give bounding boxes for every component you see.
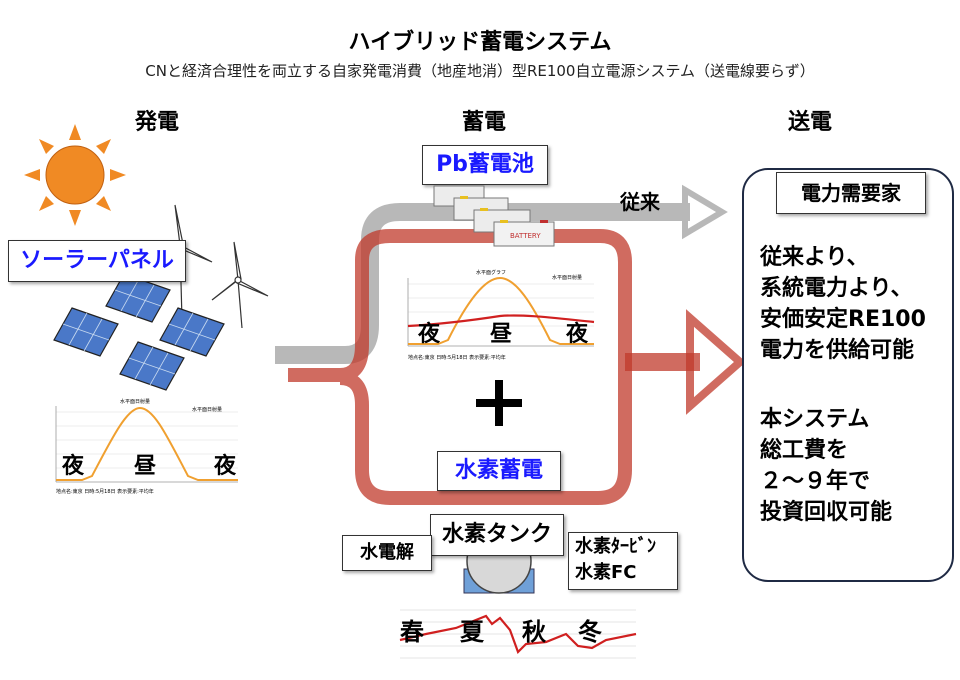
- demand-line: ２～９年で: [760, 469, 871, 494]
- solar-graph: 水平面日射量 水平面日射量 夜 昼 夜 地点名:東京 日時:5月18日 表示要素…: [42, 398, 242, 500]
- solar-graph-footer: 地点名:東京 日時:5月18日 表示要素:平均年: [56, 489, 154, 495]
- storage-graph-day-label: 昼: [490, 322, 513, 347]
- demand-line: 系統電力より、: [760, 276, 913, 301]
- season-autumn-label: 秋: [522, 618, 546, 646]
- hydrogen-tank-label: 水素タンク: [430, 514, 564, 556]
- solar-graph-day-label: 昼: [134, 454, 157, 479]
- solar-graph-night-label: 夜: [62, 454, 85, 479]
- season-winter-label: 冬: [578, 618, 602, 646]
- demand-line: 電力を供給可能: [760, 338, 915, 363]
- hydrogen-storage-label: 水素蓄電: [437, 451, 561, 491]
- demand-header: 電力需要家: [776, 172, 926, 214]
- page-subtitle: CNと経済合理性を両立する自家発電消費（地産地消）型RE100自立電源システム（…: [145, 62, 815, 80]
- conventional-arrow-head: [682, 184, 728, 240]
- storage-heading: 蓄電: [462, 110, 507, 135]
- generation-heading: 発電: [135, 110, 180, 135]
- storage-graph-night-label-2: 夜: [566, 322, 589, 347]
- solar-curve: [56, 406, 238, 481]
- page-title: ハイブリッド蓄電システム: [348, 30, 612, 55]
- demand-para2: 本システム 総工費を ２～９年で 投資回収可能: [760, 404, 892, 528]
- storage-solar-curve: [408, 276, 594, 345]
- demand-line: 投資回収可能: [760, 500, 893, 525]
- demand-line: 総工費を: [760, 438, 849, 463]
- conventional-label: 従来: [620, 190, 660, 214]
- h2-fc-label: 水素FC: [575, 562, 637, 583]
- season-spring-label: 春: [400, 618, 424, 646]
- h2-generation-box: 水素ﾀｰﾋﾞﾝ 水素FC: [568, 532, 678, 590]
- storage-graph-legend: 水平面日射量: [552, 275, 583, 281]
- demand-line: 本システム: [760, 407, 870, 432]
- transmission-heading: 送電: [788, 110, 833, 135]
- battery-text: BATTERY: [510, 232, 541, 240]
- demand-line: 安価安定RE100: [760, 307, 926, 332]
- red-flow-loop: [288, 229, 632, 505]
- demand-para1: 従来より、 系統電力より、 安価安定RE100 電力を供給可能: [760, 242, 926, 366]
- season-graph: 春 夏 秋 冬: [396, 604, 640, 662]
- storage-graph-footer: 地点名:東京 日時:5月18日 表示要素:平均年: [408, 355, 506, 361]
- season-summer-label: 夏: [460, 618, 484, 646]
- demand-box: [742, 168, 954, 582]
- red-arrow-head: [686, 309, 747, 415]
- solar-graph-legend: 水平面日射量: [192, 407, 223, 413]
- solar-graph-title: 水平面日射量: [120, 399, 151, 405]
- electrolysis-label: 水電解: [342, 535, 432, 571]
- sun-icon: [24, 124, 126, 226]
- solar-graph-night-label-2: 夜: [214, 454, 237, 479]
- solar-panel-icon: [53, 273, 225, 391]
- solar-panel-label: ソーラーパネル: [8, 240, 186, 282]
- storage-supply-line: [407, 314, 595, 328]
- plus-icon: [476, 380, 522, 426]
- storage-graph-title: 水平面グラフ: [476, 270, 507, 276]
- season-curve: [399, 614, 637, 654]
- storage-graph: 水平面グラフ 水平面日射量 夜 昼 夜 地点名:東京 日時:5月18日 表示要素…: [394, 268, 600, 368]
- pb-battery-label: Pb蓄電池: [422, 145, 548, 185]
- h2-turbine-label: 水素ﾀｰﾋﾞﾝ: [575, 536, 656, 557]
- storage-graph-night-label: 夜: [418, 322, 441, 347]
- demand-line: 従来より、: [760, 245, 869, 270]
- battery-icon: BATTERY: [433, 185, 555, 247]
